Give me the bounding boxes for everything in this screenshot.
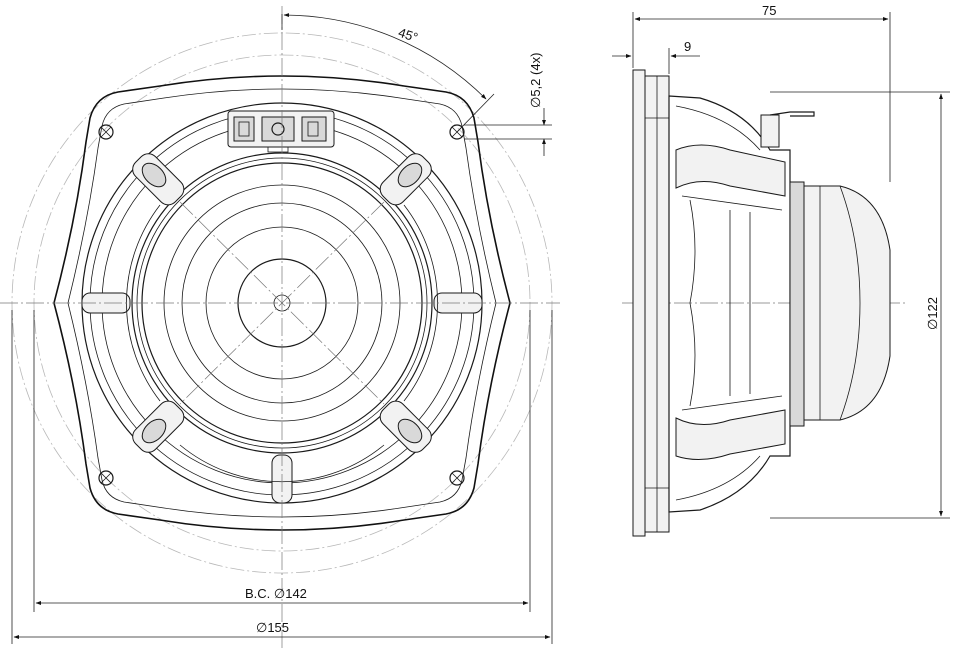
depth-label: 75 (762, 3, 776, 18)
magnet-diameter-label: ∅122 (925, 297, 940, 330)
hole-dimension: ∅5,2 (4x) (464, 53, 552, 156)
side-basket (668, 95, 791, 513)
magnet-diameter-dimension: ∅122 (770, 91, 950, 519)
depth-dimension: 75 (632, 3, 891, 182)
front-view: 45° ∅5,2 (4x) B.C. ∅142 ∅155 (0, 6, 560, 648)
flange-dimension: 9 (612, 39, 700, 74)
frame-inner-outline (67, 88, 497, 518)
mounting-hole-bottom-left (98, 470, 114, 486)
bolt-circle-label: B.C. ∅142 (245, 586, 307, 601)
bolt-circle-dimension: B.C. ∅142 (33, 310, 531, 612)
side-view: 75 9 ∅122 (612, 3, 950, 537)
side-magnet (789, 181, 891, 427)
terminal-block (227, 110, 335, 153)
outer-diameter-dimension: ∅155 (11, 310, 553, 644)
angle-label: 45° (396, 25, 419, 45)
side-terminal (760, 111, 815, 148)
mounting-hole-top-left (98, 124, 114, 140)
hole-spec-label: ∅5,2 (4x) (528, 53, 543, 108)
side-flange (632, 69, 670, 537)
mounting-hole-bottom-right (449, 470, 465, 486)
flange-label: 9 (684, 39, 691, 54)
outer-diameter-label: ∅155 (256, 620, 289, 635)
angle-dimension: 45° (281, 13, 495, 133)
